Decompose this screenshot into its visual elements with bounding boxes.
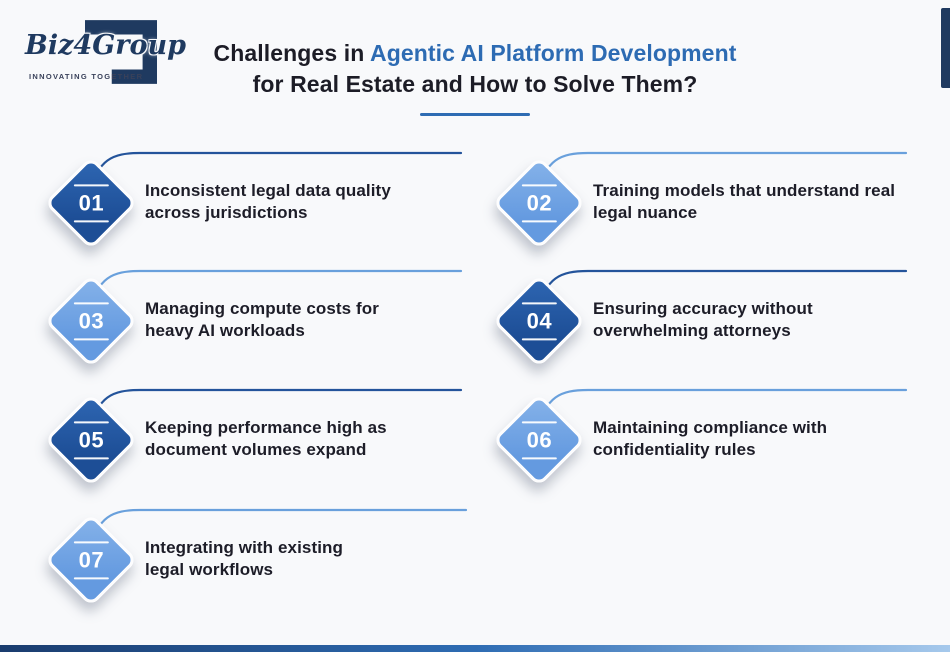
item-text: Inconsistent legal data quality across j… — [145, 180, 391, 224]
item-text: Integrating with existing legal workflow… — [145, 537, 343, 581]
challenge-item-05: 05 Keeping performance high as document … — [30, 377, 463, 497]
item-text-line2: across jurisdictions — [145, 203, 308, 223]
logo-tagline: INNOVATING TOGETHER — [29, 72, 144, 81]
title-highlight: Agentic AI Platform Development — [370, 40, 737, 66]
item-number: 07 — [74, 541, 109, 579]
challenge-item-02: 02 Training models that understand real … — [478, 140, 908, 260]
item-number: 03 — [74, 302, 109, 340]
item-text-line2: legal nuance — [593, 203, 698, 223]
item-text-line2: legal workflows — [145, 560, 274, 580]
challenge-item-07: 07 Integrating with existing legal workf… — [30, 497, 468, 617]
item-text-line2: document volumes expand — [145, 440, 367, 460]
item-text: Managing compute costs for heavy AI work… — [145, 298, 379, 342]
item-number: 02 — [522, 184, 557, 222]
item-number: 06 — [522, 421, 557, 459]
item-text-line1: Integrating with existing — [145, 538, 344, 557]
item-text-line1: Keeping performance high as — [145, 418, 387, 437]
infographic-title: Challenges in Agentic AI Platform Develo… — [0, 38, 950, 116]
logo-word-group: Group — [92, 30, 187, 61]
title-underline — [420, 113, 530, 116]
item-text-line1: Training models that understand real — [593, 181, 896, 200]
challenge-item-04: 04 Ensuring accuracy without overwhelmin… — [478, 258, 908, 378]
title-line-2: for Real Estate and How to Solve Them? — [252, 71, 698, 97]
item-text: Maintaining compliance with confidential… — [593, 417, 827, 461]
logo-mark-icon — [85, 20, 157, 84]
challenge-item-03: 03 Managing compute costs for heavy AI w… — [30, 258, 463, 378]
item-text-line1: Inconsistent legal data quality — [145, 181, 391, 200]
item-text-line2: overwhelming attorneys — [593, 321, 791, 341]
item-text: Ensuring accuracy without overwhelming a… — [593, 298, 813, 342]
challenge-item-01: 01 Inconsistent legal data quality acros… — [30, 140, 463, 260]
item-number: 05 — [74, 421, 109, 459]
item-text-line1: Ensuring accuracy without — [593, 299, 813, 318]
item-text: Keeping performance high as document vol… — [145, 417, 387, 461]
logo-word-biz: Biz — [25, 30, 74, 61]
corner-accent-tab — [941, 8, 950, 88]
logo-wordmark: Biz4Group — [25, 30, 186, 61]
item-text-line1: Managing compute costs for — [145, 299, 380, 318]
logo-word-4: 4 — [73, 30, 93, 61]
title-prefix: Challenges in — [213, 40, 365, 66]
challenge-item-06: 06 Maintaining compliance with confident… — [478, 377, 908, 497]
brand-logo: Biz4Group INNOVATING TOGETHER — [25, 16, 186, 94]
item-text-line2: heavy AI workloads — [145, 321, 305, 341]
item-number: 04 — [522, 302, 557, 340]
footer-accent-bar — [0, 645, 950, 652]
item-number: 01 — [74, 184, 109, 222]
title-line-1: Challenges in Agentic AI Platform Develo… — [0, 38, 950, 69]
item-text-line1: Maintaining compliance with — [593, 418, 828, 437]
item-text: Training models that understand real leg… — [593, 180, 895, 224]
item-text-line2: confidentiality rules — [593, 440, 756, 460]
